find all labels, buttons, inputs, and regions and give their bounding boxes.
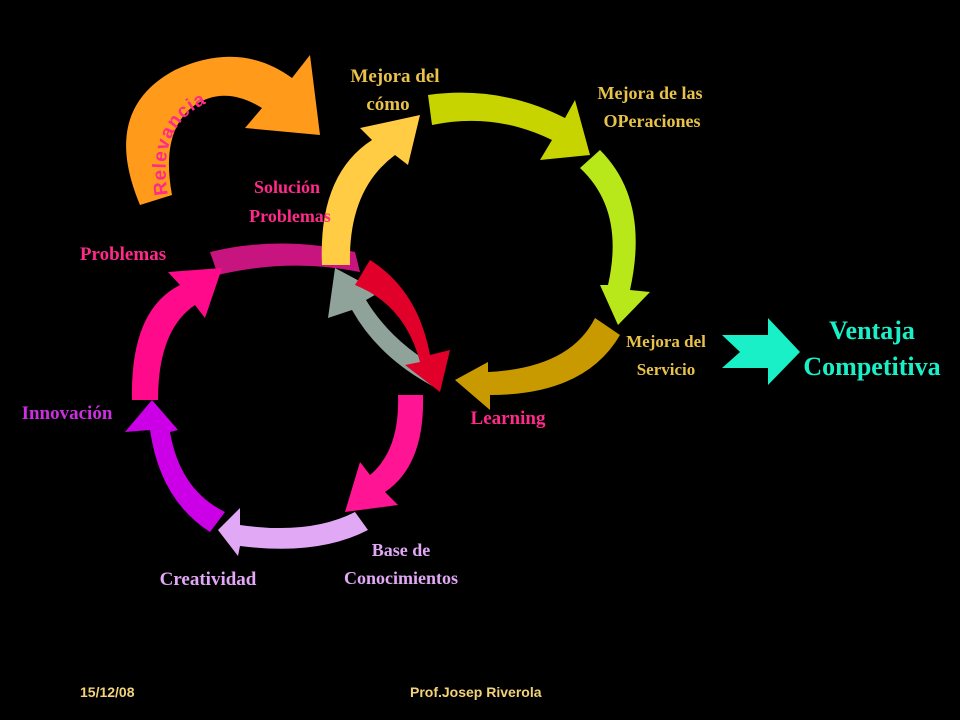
- label-mejora-como-1: Mejora del: [350, 66, 439, 87]
- relevancia-arrow: [126, 55, 320, 205]
- footer-author: Prof.Josep Riverola: [410, 684, 542, 700]
- label-innovacion: Innovación: [22, 403, 113, 424]
- label-mejora-servicio-1: Mejora del: [626, 332, 706, 351]
- label-learning: Learning: [471, 408, 546, 429]
- label-mejora-operaciones-2: OPeraciones: [604, 111, 701, 131]
- arrow-learning-to-conocimientos: [345, 395, 424, 512]
- arrow-to-mejora-servicio: [580, 150, 650, 325]
- label-creatividad: Creatividad: [160, 569, 257, 590]
- label-base-1: Base de: [372, 540, 431, 560]
- label-mejora-servicio-2: Servicio: [637, 360, 696, 379]
- ventaja-arrow: [722, 318, 800, 385]
- arrow-servicio-to-learning: [455, 318, 620, 410]
- label-ventaja-2: Competitiva: [803, 352, 940, 381]
- arrow-to-mejora-como: [321, 115, 420, 265]
- arrow-to-mejora-operaciones: [428, 92, 590, 160]
- arrow-creatividad-to-innovacion: [125, 400, 225, 532]
- label-base-2: Conocimientos: [344, 568, 458, 588]
- arrow-learning-to-solucion: [328, 268, 442, 390]
- footer-date: 15/12/08: [80, 684, 135, 700]
- label-mejora-como-2: cómo: [366, 94, 409, 115]
- arrow-innovacion-to-problemas: [131, 268, 222, 400]
- label-ventaja-1: Ventaja: [829, 316, 915, 345]
- label-mejora-operaciones-1: Mejora de las: [598, 83, 703, 103]
- label-solucion-2: Problemas: [249, 206, 331, 226]
- label-solucion-1: Solución: [254, 177, 320, 197]
- arrow-solucion-to-learning: [355, 260, 450, 392]
- label-problemas: Problemas: [80, 244, 166, 265]
- arrow-conocimientos-to-creatividad: [218, 508, 368, 556]
